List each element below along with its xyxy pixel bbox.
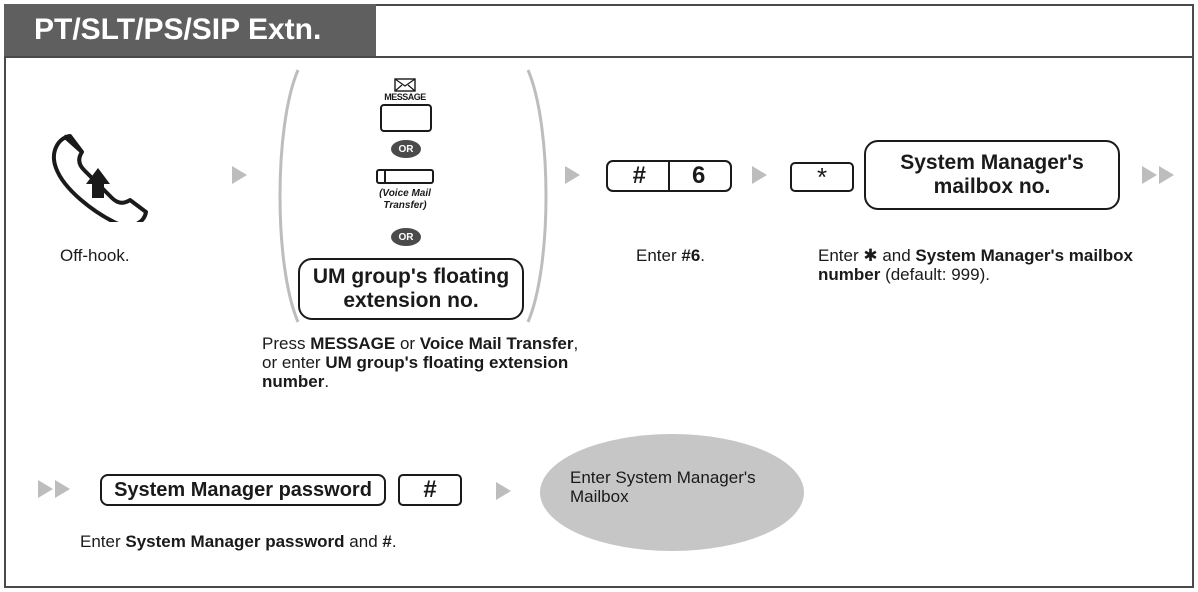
flow-arrow — [496, 482, 511, 500]
flow-arrow — [232, 166, 247, 184]
result-ellipse: Enter System Manager's Mailbox — [540, 434, 804, 551]
flow-arrow — [752, 166, 767, 184]
key-divider — [668, 160, 670, 192]
offhook-caption: Off-hook. — [60, 246, 130, 265]
page-title: PT/SLT/PS/SIP Extn. — [4, 4, 376, 56]
six-key[interactable]: 6 — [692, 162, 706, 189]
handset-offhook-icon — [51, 134, 148, 222]
um-group-extension-box[interactable]: UM group's floating extension no. — [298, 258, 524, 320]
mailbox-caption: Enter ✱ and System Manager's mailbox num… — [818, 246, 1133, 284]
left-parenthesis — [278, 69, 300, 323]
message-button[interactable] — [380, 104, 432, 132]
continue-double-arrow — [38, 480, 72, 498]
or-badge: OR — [391, 140, 421, 158]
continue-double-arrow — [1142, 166, 1176, 184]
message-caption: Press MESSAGE or Voice Mail Transfer, or… — [262, 334, 579, 391]
password-caption: Enter System Manager password and #. — [80, 532, 397, 551]
message-key-label: MESSAGE — [384, 92, 426, 102]
title-divider — [4, 56, 1194, 58]
voice-mail-transfer-button[interactable] — [376, 169, 434, 184]
right-parenthesis — [526, 69, 548, 323]
system-manager-mailbox-box[interactable]: System Manager's mailbox no. — [864, 140, 1120, 210]
hash-key[interactable]: # — [632, 162, 646, 189]
system-manager-password-box[interactable]: System Manager password — [100, 474, 386, 506]
star-key[interactable]: * — [790, 162, 854, 192]
hash-key[interactable]: # — [398, 474, 462, 506]
hash6-caption: Enter #6. — [636, 246, 706, 265]
button-led — [384, 171, 386, 182]
flow-arrow — [565, 166, 580, 184]
hash-six-keypad: # 6 — [606, 160, 732, 192]
or-badge: OR — [391, 228, 421, 246]
voice-mail-transfer-label: (Voice Mail Transfer) — [379, 188, 431, 211]
envelope-icon — [394, 78, 416, 92]
